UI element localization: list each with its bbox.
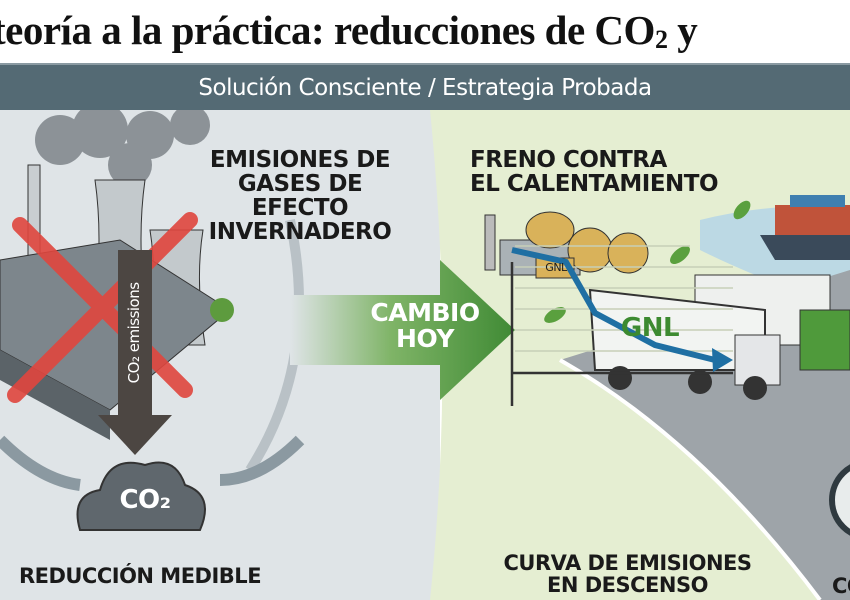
curve-line [511, 247, 716, 363]
cycle-arrow-icon [219, 435, 305, 486]
leaf-icon [544, 200, 751, 323]
ship-icon [760, 195, 850, 260]
heading-line: GASES DE EFECTO [237, 171, 363, 222]
co2-emissions-arrow [98, 250, 172, 455]
chart-axes [510, 262, 733, 406]
page-title: teoría a la práctica: reducciones de CO2… [0, 6, 698, 55]
emissions-curve-chart [510, 245, 733, 406]
cycle-arrow-icon [0, 435, 81, 491]
change-line: CAMBIO [370, 298, 480, 327]
heading-line: FRENO CONTRA [470, 147, 667, 173]
title-tail: y [667, 7, 698, 53]
cloud-label: CO₂ [119, 485, 171, 515]
banner: Solución Consciente / Estrategia Probada [0, 63, 850, 110]
road-edge [559, 358, 822, 600]
emissions-heading: EMISIONES DE GASES DE EFECTO INVERNADERO [195, 148, 405, 245]
change-arrow [290, 260, 515, 400]
truck-label: GNL [620, 313, 680, 343]
caption-line: EN DESCENSO [547, 573, 708, 598]
change-label: CAMBIO HOY [355, 298, 495, 354]
co2-emissions-label: CO₂ emissions [125, 282, 144, 384]
tank-label: GNL [545, 261, 567, 274]
smoke-icon [35, 110, 210, 187]
co2-cloud-icon [76, 461, 206, 531]
infographic-illustration [0, 110, 850, 600]
brake-heading: FRENO CONTRA EL CALENTAMIENTO [470, 147, 719, 198]
heading-line: EMISIONES DE [209, 147, 391, 173]
title-text: teoría a la práctica: reducciones de CO [0, 7, 655, 53]
gauge-icon [829, 464, 850, 536]
reduction-caption: REDUCCIÓN MEDIBLE [18, 564, 262, 588]
partial-caption: CO [832, 574, 850, 598]
caption-line: CURVA DE EMISIONES [503, 551, 752, 575]
title-subscript: 2 [654, 25, 668, 54]
heading-line: EL CALENTAMIENTO [470, 171, 719, 198]
chart-caption: CURVA DE EMISIONES EN DESCENSO [490, 552, 765, 596]
cross-icon [7, 212, 198, 403]
change-line: HOY [396, 324, 454, 354]
heading-line: INVERNADERO [208, 219, 392, 246]
curve-arrowhead [712, 348, 733, 372]
